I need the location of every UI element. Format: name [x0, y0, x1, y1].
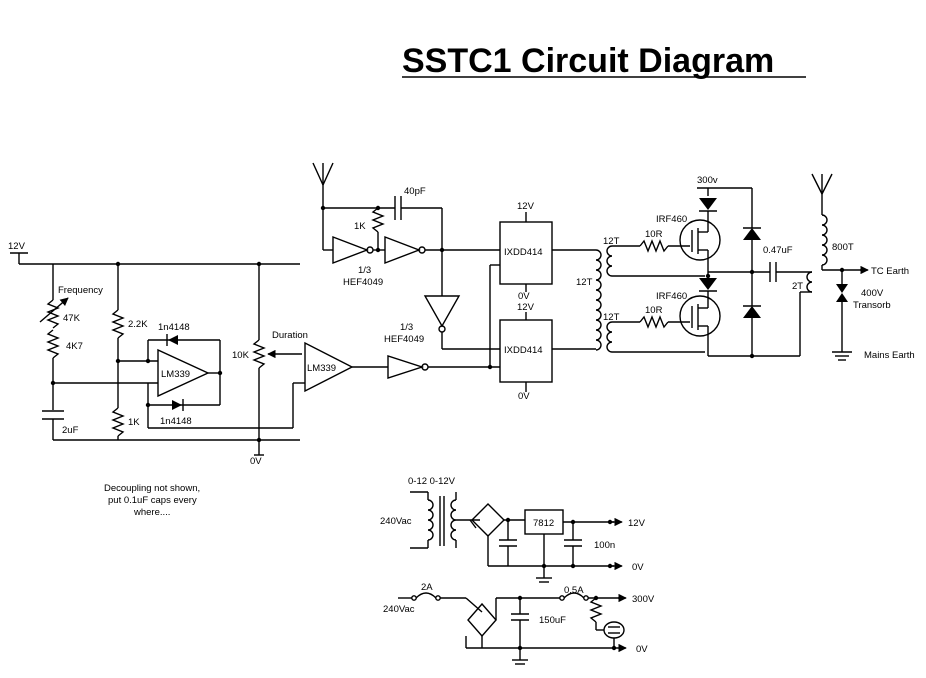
label-hef-b: HEF4049	[384, 334, 424, 345]
note-line-3: where....	[133, 507, 170, 518]
label-10k: 10K	[232, 350, 250, 361]
label-d2: 1n4148	[160, 416, 192, 427]
page-title: SSTC1 Circuit Diagram	[402, 42, 774, 80]
label-12v-out: 12V	[628, 518, 646, 529]
resistor-1k-a	[111, 407, 125, 437]
mosfet-irf460-a	[679, 219, 721, 261]
label-4k7: 4K7	[66, 341, 83, 352]
resistor-1k-b	[371, 207, 385, 233]
label-0v-ic1: 0V	[518, 291, 530, 302]
note-line-2: put 0.1uF caps every	[108, 495, 197, 506]
label-fuse-05a: 0.5A	[564, 585, 584, 596]
label-frequency: Frequency	[58, 285, 103, 296]
label-hef-b-ratio: 1/3	[400, 322, 413, 333]
label-0v-a: 0V	[250, 456, 262, 467]
label-tc-earth: TC Earth	[871, 266, 909, 277]
label-300v-rail: 300v	[697, 175, 718, 186]
label-12v-ic2: 12V	[517, 302, 535, 313]
oscillator-section: 12V Frequency 47K 4K7 2uF 2.2K 1K LM339	[8, 241, 305, 441]
label-2t: 2T	[792, 281, 803, 292]
primary-coil-2t	[806, 271, 813, 293]
label-transorb: Transorb	[853, 300, 891, 311]
label-irf460-b: IRF460	[656, 291, 687, 302]
resistor-4k7	[46, 329, 60, 359]
driver-section: IXDD414 12V 0V IXDD414 12V 0V	[489, 201, 596, 402]
mosfet-bridge: 10R IRF460 10R IRF460 300v	[639, 175, 812, 359]
transorb-400v	[836, 284, 848, 293]
label-fuse-2a: 2A	[421, 582, 433, 593]
diode-right-upper	[743, 228, 761, 240]
label-d1: 1n4148	[158, 322, 190, 333]
mosfet-irf460-b	[679, 295, 721, 337]
decoupling-note: Decoupling not shown, put 0.1uF caps eve…	[104, 483, 200, 518]
label-800t: 800T	[832, 242, 854, 253]
label-40pf: 40pF	[404, 186, 426, 197]
label-0v-out: 0V	[632, 562, 644, 573]
diode-1n4148-a	[168, 335, 178, 345]
hef4049-inverter-a2	[384, 235, 421, 265]
hef4049-inverter-a1	[332, 235, 369, 265]
bridge-rectifier-b	[467, 602, 497, 638]
neon-indicator	[603, 621, 625, 639]
resistor-2k2	[111, 309, 125, 339]
label-ic1: IXDD414	[504, 247, 543, 258]
hef4049-inverter-a3	[423, 295, 461, 328]
label-047uf: 0.47uF	[763, 245, 793, 256]
label-10r-b: 10R	[645, 305, 663, 316]
label-150uf: 150uF	[539, 615, 566, 626]
duration-section: 0V 10K Duration LM339 1/3 HEF4049	[232, 264, 500, 467]
label-7812: 7812	[533, 518, 554, 529]
low-voltage-supply: 0-12 0-12V 240Vac 7812	[380, 476, 646, 583]
gate-drive-transformer: 12T 12T 12T	[576, 236, 705, 353]
high-voltage-supply: 2A 240Vac 150uF 0.5A	[383, 582, 655, 665]
label-400v: 400V	[861, 288, 884, 299]
label-12v-rail: 12V	[8, 241, 26, 252]
resistor-10r-b	[639, 315, 669, 329]
duration-potentiometer	[252, 339, 266, 369]
label-47k: 47K	[63, 313, 81, 324]
label-2uf: 2uF	[62, 425, 79, 436]
label-1k-a: 1K	[128, 417, 140, 428]
diode-lower	[699, 278, 717, 290]
label-300v-out: 300V	[632, 594, 655, 605]
diode-1n4148-b	[172, 400, 182, 410]
label-12t-lower: 12T	[603, 312, 620, 323]
label-240vac-a: 240Vac	[380, 516, 412, 527]
fuse-05a	[563, 592, 585, 599]
label-12t-upper: 12T	[603, 236, 620, 247]
resistor-10r-a	[639, 239, 669, 253]
lm339-comparator-b	[304, 341, 354, 393]
label-mains-earth: Mains Earth	[864, 350, 915, 361]
diode-right-lower	[743, 306, 761, 318]
label-12t-primary: 12T	[576, 277, 593, 288]
label-240vac-b: 240Vac	[383, 604, 415, 615]
label-12v-ic1: 12V	[517, 201, 535, 212]
label-hef-a: HEF4049	[343, 277, 383, 288]
fuse-2a	[415, 592, 437, 599]
label-100n: 100n	[594, 540, 615, 551]
diode-upper	[699, 198, 717, 210]
tesla-coil-output: 800T TC Earth 2T 400V Transorb Mains Ear…	[792, 173, 915, 361]
note-line-1: Decoupling not shown,	[104, 483, 200, 494]
label-ic2: IXDD414	[504, 345, 543, 356]
resistor-bleeder	[589, 597, 603, 623]
label-irf460-a: IRF460	[656, 214, 687, 225]
label-10r-a: 10R	[645, 229, 663, 240]
label-transformer-taps: 0-12 0-12V	[408, 476, 456, 487]
secondary-coil-800t	[821, 214, 828, 266]
frequency-potentiometer	[46, 299, 60, 329]
label-1k-b: 1K	[354, 221, 366, 232]
hef4049-inverter-b	[387, 355, 425, 379]
label-2k2: 2.2K	[128, 319, 148, 330]
lm339-comparator-a	[157, 348, 210, 398]
label-lm339-b: LM339	[307, 363, 336, 374]
label-0v-ic2: 0V	[518, 391, 530, 402]
label-duration: Duration	[272, 330, 308, 341]
label-hef-a-ratio: 1/3	[358, 265, 371, 276]
mains-transformer	[427, 499, 434, 541]
label-lm339-a: LM339	[161, 369, 190, 380]
label-0v-hv: 0V	[636, 644, 648, 655]
